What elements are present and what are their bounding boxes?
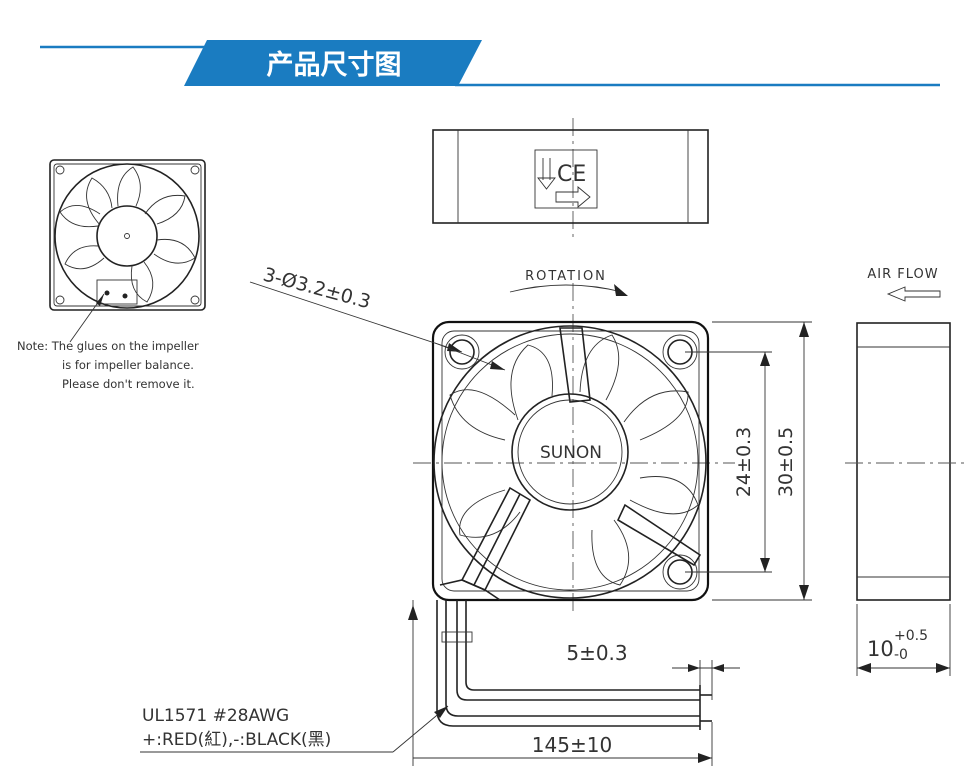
note-line-3: Please don't remove it. [62, 377, 195, 391]
dimension-wire-length: 145±10 [408, 600, 713, 766]
dimension-wire-strip: 5±0.3 [566, 641, 740, 700]
fan-frame [431, 320, 710, 602]
balance-glue-dot [104, 290, 110, 296]
balance-glue-dot [122, 293, 128, 299]
wire-length-label: 145±10 [532, 733, 612, 757]
rear-view-mount-hole [190, 295, 200, 305]
page-title: 产品尺寸图 [267, 50, 402, 81]
rear-view-mount-hole [55, 165, 65, 175]
black-wire [445, 600, 700, 717]
hub [511, 393, 629, 511]
thickness-base-label: 10 [867, 637, 894, 661]
red-wire [456, 600, 700, 701]
note-line-1: Note: The glues on the impeller [17, 339, 199, 353]
lead-wires [436, 600, 712, 730]
top-view: CE [432, 118, 709, 238]
front-view: SUNON [413, 283, 735, 612]
dimension-fan-size: 30±0.5 [712, 321, 812, 601]
note-line-2: is for impeller balance. [62, 358, 194, 372]
support-struts [559, 327, 702, 567]
wire-channel [439, 486, 532, 601]
airflow-direction-arrow-icon [555, 186, 591, 208]
mount-span-label: 24±0.3 [733, 427, 755, 497]
rear-view-mount-hole [190, 165, 200, 175]
thickness-lower-tolerance: -0 [894, 647, 908, 663]
holes-dimension-label: 3-Ø3.2±0.3 [261, 264, 373, 314]
fan-housing [433, 325, 707, 599]
wire-spec-callout: UL1571 #28AWG +:RED(紅),-:BLACK(黑) [140, 705, 449, 753]
rear-view-frame [49, 159, 206, 311]
rear-view [49, 159, 206, 343]
header-title-banner [184, 40, 482, 86]
rotation-label: ROTATION [525, 269, 607, 284]
dimension-mount-span: 24±0.3 [685, 351, 772, 573]
section-header: 产品尺寸图 [40, 40, 940, 87]
rear-view-mount-hole [55, 295, 65, 305]
ul-mark-icon [537, 158, 556, 190]
wire-strip-label: 5±0.3 [566, 641, 627, 665]
brand-label: SUNON [540, 443, 602, 463]
wire-colors-label: +:RED(紅),-:BLACK(黑) [142, 730, 331, 750]
air-flow-label: AIR FLOW [867, 267, 938, 282]
top-view-outline [432, 129, 709, 224]
certification-label [534, 149, 598, 209]
fan-size-label: 30±0.5 [775, 427, 797, 497]
side-view-outline [856, 322, 951, 601]
air-flow-arrow-icon [886, 286, 941, 302]
rear-view-hub [96, 205, 158, 267]
ce-mark-icon: CE [557, 162, 586, 187]
rotation-arrow-icon [509, 284, 623, 293]
rear-view-housing [54, 163, 200, 309]
rotation-indicator: ROTATION [509, 269, 628, 296]
impeller-blades [449, 334, 699, 586]
side-view: AIR FLOW 10 +0.5 -0 [845, 267, 965, 676]
holes-callout: 3-Ø3.2±0.3 [249, 264, 506, 371]
wire-spec-label: UL1571 #28AWG [142, 706, 289, 726]
rear-view-wire-channel [96, 279, 138, 305]
thickness-upper-tolerance: +0.5 [894, 628, 928, 644]
front-mount-hole [449, 339, 475, 365]
